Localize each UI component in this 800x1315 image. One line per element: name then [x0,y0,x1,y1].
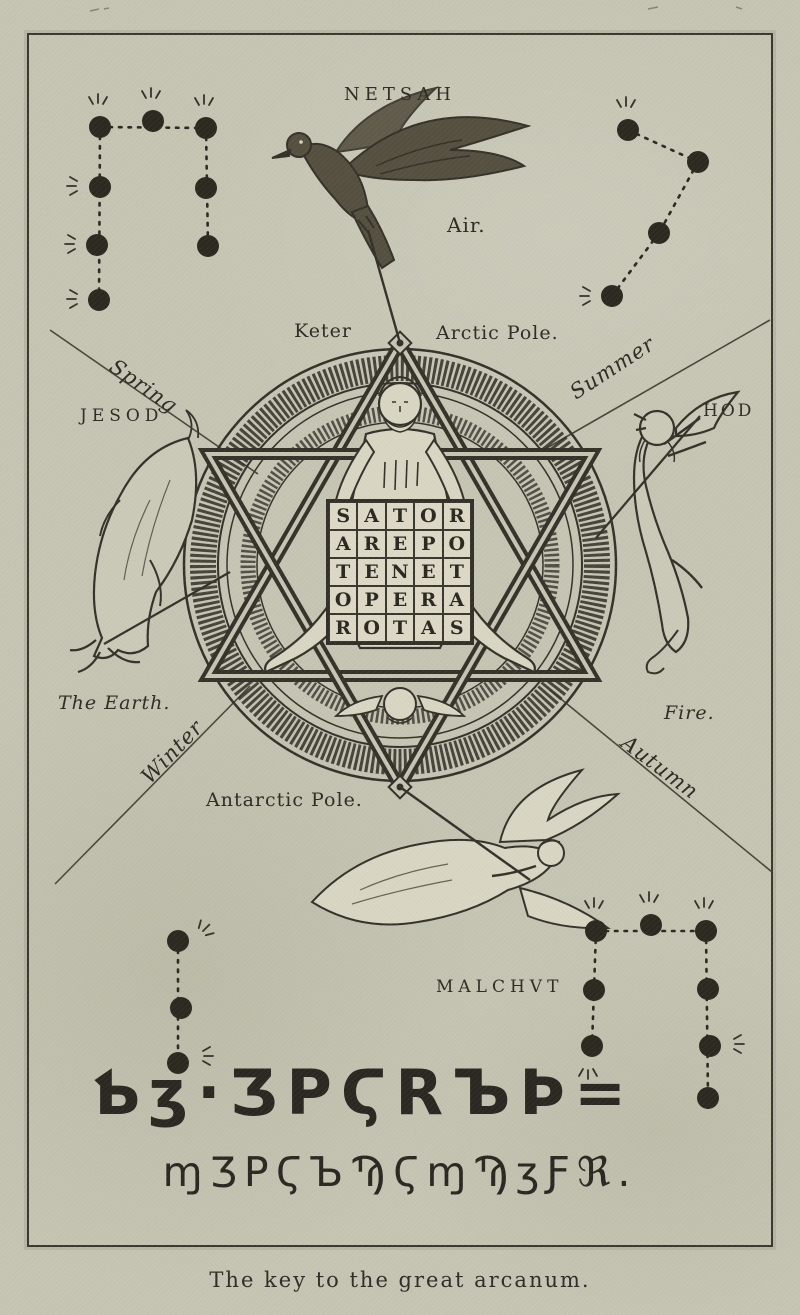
sator-cell: A [442,586,471,614]
label-jesod: JESOD [80,406,164,426]
plate-frame [27,33,773,1247]
sator-cell: N [385,558,415,586]
sator-cell: T [385,614,415,642]
sator-cell: E [414,558,443,586]
winged-lion-figure [595,390,741,675]
sator-cell: T [329,558,358,586]
constellation-top-left [64,87,219,311]
label-fire: Fire. [664,702,715,724]
occult-script-line-1: Ƅʒ·ƷPϚRЪÞ= [92,1056,636,1129]
plate-caption: The key to the great arcanum. [209,1268,591,1292]
label-arctic-pole: Arctic Pole. [436,322,559,344]
sator-cell: S [442,614,471,642]
occult-script-line-2: ɱƷPϚЪϠϚɱϠʒƑℜ. [162,1148,638,1196]
sator-cell: P [357,586,386,614]
constellation-bottom-left [167,917,217,1074]
sator-cell: R [442,502,471,530]
sator-cell: P [414,530,443,558]
constellation-bottom-right [578,891,745,1109]
constellation-top-right [579,96,709,307]
sator-cell: O [329,586,358,614]
sator-cell: A [414,614,443,642]
label-malchvt: MALCHVT [436,977,564,997]
angel-figure [310,768,621,930]
sator-cell: A [329,530,358,558]
sator-cell: R [414,586,443,614]
sator-cell: S [329,502,358,530]
sator-cell: R [329,614,358,642]
sator-cell: O [414,502,443,530]
sator-cell: E [385,530,415,558]
sator-cell: E [357,558,386,586]
page-edge-marks [89,6,743,12]
bull-figure [69,409,231,674]
sator-cell: R [357,530,386,558]
sator-cell: E [385,586,415,614]
sator-cell: T [442,558,471,586]
sator-square: S A T O R A R E P O T E N E T O P E R A … [326,499,474,645]
label-netsah: NETSAH [344,84,456,105]
season-lines [49,319,773,885]
label-antarctic-pole: Antarctic Pole. [206,789,363,811]
sator-cell: A [357,502,386,530]
label-keter: Keter [294,320,352,342]
sator-cell: T [385,502,415,530]
label-the-earth: The Earth. [58,692,171,714]
eagle-figure [271,86,532,344]
sator-cell: O [442,530,471,558]
sator-cell: O [357,614,386,642]
label-hod: HOD [703,401,755,421]
label-air: Air. [447,213,486,237]
